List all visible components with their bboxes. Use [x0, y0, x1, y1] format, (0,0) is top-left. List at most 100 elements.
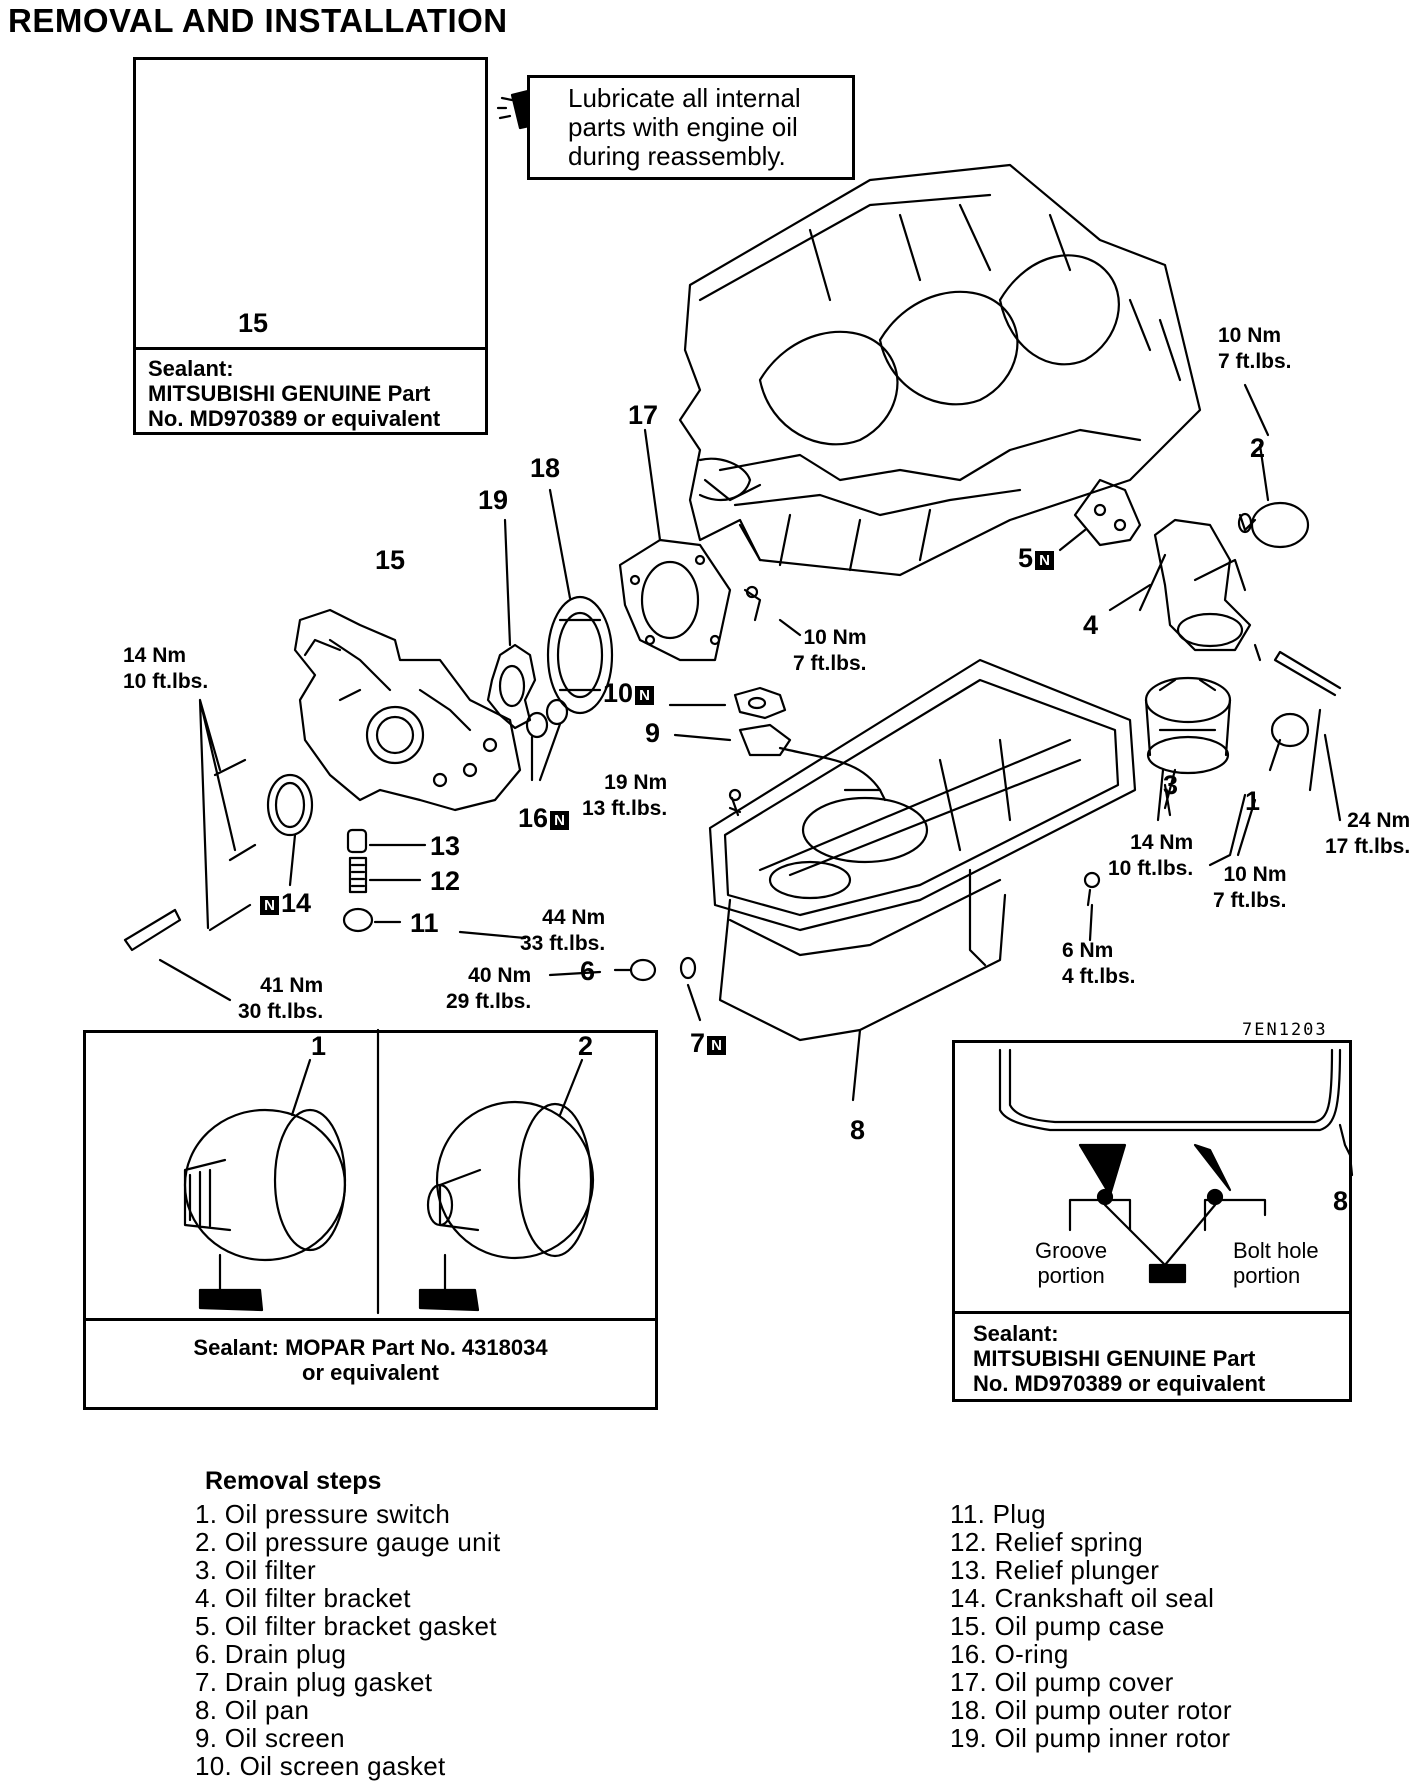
- list-item: 10. Oil screen gasket: [195, 1751, 446, 1781]
- torque-ftlbs: 7 ft.lbs.: [1213, 889, 1287, 912]
- lubrication-note: Lubricate all internal parts with engine…: [568, 84, 801, 171]
- mopar-sealant-text: Sealant: MOPAR Part No. 4318034 or equiv…: [86, 1335, 655, 1385]
- torque-ftlbs: 10 ft.lbs.: [123, 670, 209, 693]
- torque-ftlbs: 30 ft.lbs.: [238, 1000, 324, 1023]
- list-item: 17. Oil pump cover: [950, 1667, 1174, 1697]
- relief-valve-parts-drawing: [342, 828, 527, 940]
- groove-portion-label: Groove portion: [1035, 1238, 1107, 1288]
- callout-19: 19: [478, 485, 509, 515]
- torque-nm: 44 Nm: [542, 906, 606, 929]
- sealant-line: MITSUBISHI GENUINE Part: [148, 381, 431, 406]
- callout-1: 1: [1245, 786, 1261, 816]
- oil-pan-sealant-text: Sealant: MITSUBISHI GENUINE Part No. MD9…: [973, 1321, 1265, 1396]
- torque-nm: 40 Nm: [468, 964, 532, 987]
- sealant-heading: Sealant:: [148, 356, 234, 381]
- list-item: 3. Oil filter: [195, 1555, 316, 1585]
- list-item: 14. Crankshaft oil seal: [950, 1583, 1215, 1613]
- oil-pump-case-drawing: [293, 608, 522, 812]
- top-sealant-text: Sealant: MITSUBISHI GENUINE Part No. MD9…: [148, 356, 440, 431]
- torque-ftlbs: 33 ft.lbs.: [520, 932, 606, 955]
- torque-drain-plug: 40 Nm 29 ft.lbs.: [446, 963, 531, 1015]
- pump-bolts-drawing: [123, 698, 257, 1002]
- lube-line: parts with engine oil: [568, 112, 798, 142]
- inset-part-label: 15: [238, 308, 269, 338]
- removal-steps-heading: Removal steps: [205, 1467, 382, 1495]
- inset-part-8-label: 8: [1333, 1186, 1349, 1216]
- torque-ftlbs: 29 ft.lbs.: [446, 990, 532, 1013]
- filter-bracket-drawing: [1058, 478, 1252, 652]
- inset-part-2-label: 2: [578, 1031, 594, 1061]
- torque-oil-pan-bolt: 14 Nm 10 ft.lbs.: [1108, 830, 1193, 882]
- list-item: 8. Oil pan: [195, 1695, 310, 1725]
- torque-ftlbs: 13 ft.lbs.: [582, 797, 668, 820]
- torque-ftlbs: 10 ft.lbs.: [1108, 857, 1194, 880]
- callout-12: 12: [430, 866, 461, 896]
- list-item: 4. Oil filter bracket: [195, 1583, 411, 1613]
- gauge-unit-drawing: [1237, 443, 1310, 549]
- switch-gauge-inset-drawing: [183, 1028, 595, 1315]
- torque-ftlbs: 7 ft.lbs.: [793, 652, 867, 675]
- new-part-mark: N: [260, 896, 279, 915]
- torque-nm: 19 Nm: [604, 771, 668, 794]
- inset-divider: [86, 1318, 655, 1321]
- o-rings-drawing: [525, 698, 569, 782]
- groove-line: Groove: [1035, 1238, 1108, 1263]
- new-part-mark: N: [635, 686, 655, 705]
- torque-oil-screen: 19 Nm 13 ft.lbs.: [582, 770, 667, 822]
- callout-7-number: 7: [690, 1028, 706, 1058]
- list-item: 12. Relief spring: [950, 1527, 1143, 1557]
- figure-code: 7EN1203: [1242, 1020, 1328, 1040]
- pressure-switch-drawing: [1208, 643, 1342, 867]
- oil-pan-drawing: [708, 658, 1137, 1102]
- sealant-line: MITSUBISHI GENUINE Part: [973, 1346, 1256, 1371]
- lube-line: during reassembly.: [568, 141, 786, 171]
- callout-2: 2: [1250, 433, 1266, 463]
- callout-18: 18: [530, 453, 561, 483]
- list-item: 9. Oil screen: [195, 1723, 345, 1753]
- torque-nm: 14 Nm: [1130, 831, 1194, 854]
- oil-screen-drawing: [668, 686, 929, 864]
- new-part-mark: N: [550, 811, 570, 830]
- list-item: 19. Oil pump inner rotor: [950, 1723, 1231, 1753]
- new-part-mark: N: [1035, 551, 1055, 570]
- torque-oil-pan-nut: 6 Nm 4 ft.lbs.: [1062, 938, 1136, 990]
- torque-nm: 10 Nm: [803, 626, 867, 649]
- drain-plug-drawing: [548, 956, 702, 1022]
- callout-10-number: 10: [603, 678, 634, 708]
- torque-nm: 6 Nm: [1062, 939, 1114, 962]
- torque-pump-bolts: 14 Nm 10 ft.lbs.: [123, 643, 208, 695]
- groove-line: portion: [1037, 1263, 1105, 1288]
- callout-15: 15: [375, 545, 406, 575]
- lube-line: Lubricate all internal: [568, 83, 801, 113]
- oil-filter-drawing: [1144, 676, 1232, 822]
- removal-steps-right-list: 11. Plug 12. Relief spring 13. Relief pl…: [950, 1500, 1232, 1752]
- engine-block-drawing: [678, 163, 1202, 577]
- bolt-hole-line: Bolt hole: [1233, 1238, 1319, 1263]
- torque-bracket-long-bolt: 24 Nm 17 ft.lbs.: [1325, 808, 1410, 860]
- bolt-hole-line: portion: [1233, 1263, 1301, 1288]
- torque-gauge-unit: 10 Nm 7 ft.lbs.: [1218, 323, 1292, 375]
- sealant-line: No. MD970389 or equivalent: [148, 406, 441, 431]
- outer-rotor-drawing: [546, 488, 614, 715]
- list-item: 6. Drain plug: [195, 1639, 347, 1669]
- sealant-line: No. MD970389 or equivalent: [973, 1371, 1266, 1396]
- torque-ftlbs: 4 ft.lbs.: [1062, 965, 1136, 988]
- oil-pan-sealant-inset-drawing: [998, 1048, 1354, 1284]
- list-item: 15. Oil pump case: [950, 1611, 1165, 1641]
- callout-11: 11: [410, 908, 439, 938]
- torque-nm: 10 Nm: [1223, 863, 1287, 886]
- torque-nm: 14 Nm: [123, 644, 187, 667]
- torque-nm: 10 Nm: [1218, 324, 1282, 347]
- inset-divider: [136, 347, 485, 350]
- callout-5-number: 5: [1018, 543, 1034, 573]
- sealant-line: or equivalent: [302, 1360, 439, 1385]
- list-item: 13. Relief plunger: [950, 1555, 1160, 1585]
- pump-cover-drawing: [618, 428, 732, 662]
- list-item: 7. Drain plug gasket: [195, 1667, 433, 1697]
